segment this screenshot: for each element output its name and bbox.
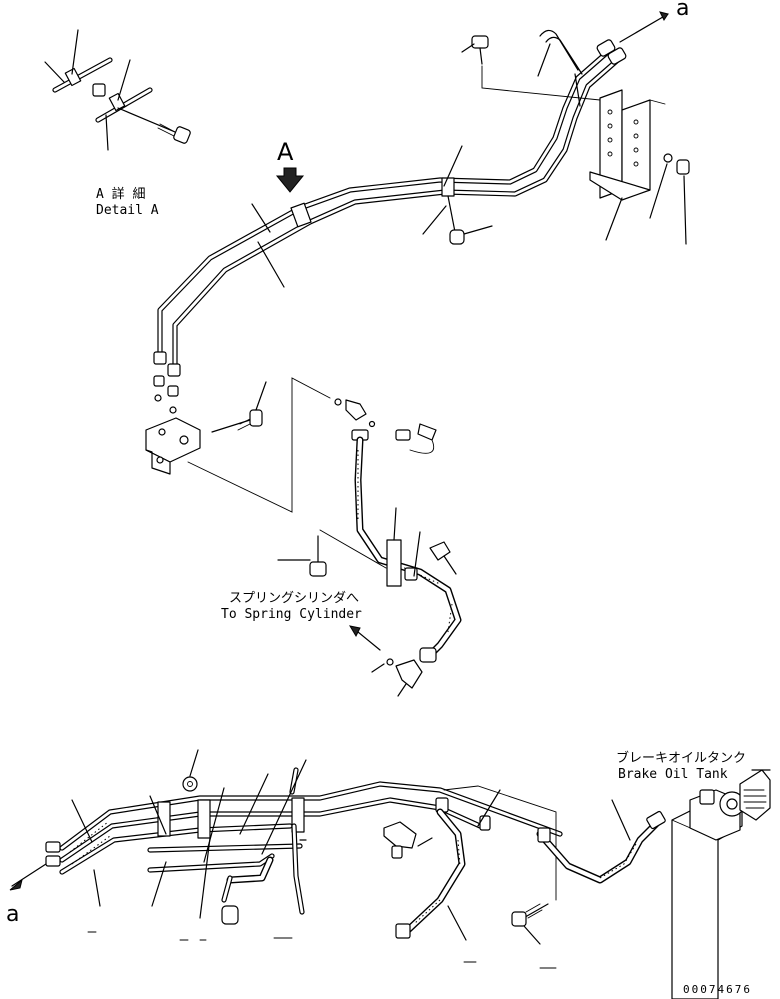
- spring-cylinder-label-en: To Spring Cylinder: [221, 607, 362, 622]
- detail-a-label-en: Detail A: [96, 203, 159, 218]
- brake-oil-tank-label-ja: ブレーキオイルタンク: [616, 751, 747, 766]
- drawing-number: 00074676: [683, 983, 752, 996]
- detail-a-letter: A: [277, 138, 294, 166]
- arrow-ref-bottom: a: [6, 902, 20, 927]
- brake-oil-tank-label-en: Brake Oil Tank: [618, 767, 728, 782]
- arrow-ref-top: a: [676, 0, 690, 21]
- upper-pipe-assembly: [145, 11, 690, 697]
- detail-a-label-ja: A 詳 細: [96, 187, 146, 202]
- spring-cylinder-label-ja: スプリングシリンダへ: [229, 591, 360, 606]
- lower-pipe-assembly: [9, 749, 771, 999]
- detail-a-illustration: [44, 29, 305, 193]
